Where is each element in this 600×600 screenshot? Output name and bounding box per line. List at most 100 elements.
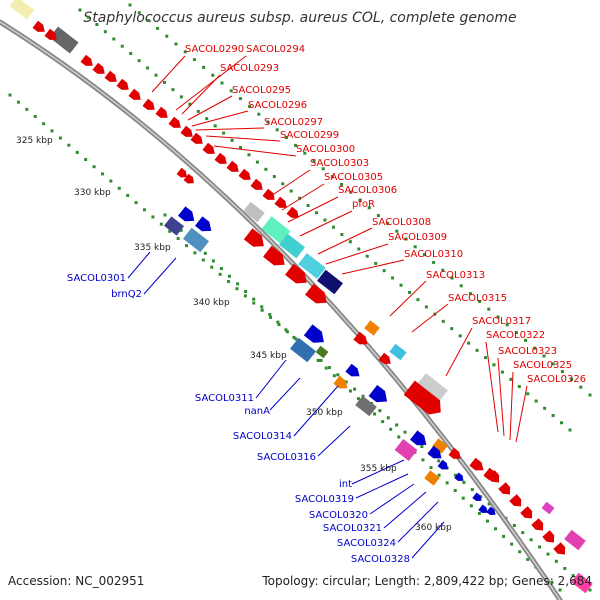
forward-gene-arrow bbox=[168, 116, 181, 128]
gc-dot bbox=[324, 366, 328, 370]
gc-dot bbox=[445, 481, 449, 485]
forward-gene-arrow-large bbox=[403, 380, 441, 415]
forward-label-leader bbox=[325, 243, 389, 265]
gc-dot bbox=[316, 358, 320, 362]
gene-box-grey-shape bbox=[49, 26, 79, 54]
forward-gene-arrow-shape bbox=[274, 196, 287, 208]
gc-dot bbox=[404, 237, 408, 241]
gc-dot bbox=[533, 346, 537, 350]
gc-dot bbox=[509, 377, 513, 381]
gene-box-teal bbox=[279, 233, 305, 259]
forward-label-leader bbox=[445, 327, 473, 377]
gc-dot bbox=[416, 298, 420, 302]
gene-box-pink-shape bbox=[571, 572, 593, 594]
forward-gene-arrow bbox=[448, 447, 461, 459]
gc-dot bbox=[257, 112, 261, 116]
gene-box-cyan bbox=[298, 253, 326, 279]
gc-dot bbox=[289, 189, 293, 193]
gc-dot bbox=[421, 458, 425, 462]
gc-dot bbox=[213, 124, 217, 128]
reverse-gene-arrow bbox=[486, 506, 496, 516]
reverse-gene-label: SACOL0316 bbox=[257, 452, 316, 463]
forward-gene-arrow bbox=[238, 168, 251, 180]
gc-dot bbox=[468, 292, 472, 296]
gc-dot bbox=[357, 247, 361, 251]
gc-dot bbox=[58, 136, 62, 140]
gc-dot bbox=[422, 253, 426, 257]
gc-dot bbox=[450, 276, 454, 280]
forward-gene-arrow-shape bbox=[286, 206, 299, 218]
reverse-gene-arrow-shape bbox=[195, 216, 212, 232]
forward-gene-arrow-shape bbox=[214, 152, 227, 164]
reverse-gene-arrow-shape bbox=[427, 445, 442, 459]
gc-dot bbox=[230, 138, 234, 142]
forward-gene-arrow-shape bbox=[378, 352, 391, 364]
gc-dot bbox=[292, 335, 296, 339]
gc-dot bbox=[321, 167, 325, 171]
gene-box-orange bbox=[424, 470, 440, 486]
gene-box-magenta bbox=[394, 438, 418, 462]
reverse-label-leader bbox=[383, 491, 427, 529]
gc-dot bbox=[78, 8, 82, 12]
forward-gene-arrow bbox=[104, 70, 117, 82]
gc-dot bbox=[475, 348, 479, 352]
gc-dot bbox=[210, 265, 214, 269]
reverse-gene-arrow bbox=[478, 504, 488, 514]
gc-dot bbox=[179, 228, 183, 232]
forward-gene-arrow bbox=[183, 173, 194, 184]
forward-label-leader bbox=[299, 210, 353, 237]
gc-dot bbox=[163, 213, 167, 217]
forward-gene-arrow-shape bbox=[32, 20, 45, 32]
gc-dot bbox=[389, 427, 393, 431]
gc-dot bbox=[42, 122, 46, 126]
forward-gene-label: SACOL0294 bbox=[246, 44, 305, 55]
gc-dot bbox=[25, 107, 29, 111]
gene-box-magenta bbox=[564, 529, 586, 551]
gc-dot bbox=[92, 165, 96, 169]
forward-gene-arrow-shape bbox=[168, 116, 181, 128]
gc-dot bbox=[391, 276, 395, 280]
gc-dot bbox=[526, 557, 530, 561]
gc-dot bbox=[500, 370, 504, 374]
reverse-gene-arrow bbox=[472, 492, 482, 502]
forward-gene-arrow-shape bbox=[285, 263, 307, 284]
reverse-label-leader bbox=[127, 251, 151, 279]
gc-dot bbox=[407, 290, 411, 294]
gc-dot bbox=[349, 190, 353, 194]
forward-gene-label: SACOL0306 bbox=[338, 185, 397, 196]
forward-gene-arrow-shape bbox=[80, 54, 93, 66]
forward-gene-arrow bbox=[509, 494, 522, 507]
gc-dot bbox=[330, 175, 334, 179]
gc-dot bbox=[542, 354, 546, 358]
ruler-label: 350 kbp bbox=[306, 408, 343, 418]
gc-dot bbox=[294, 337, 298, 341]
gc-dot bbox=[510, 542, 514, 546]
gc-dot bbox=[534, 399, 538, 403]
forward-label-leader bbox=[195, 127, 265, 131]
forward-gene-arrow bbox=[531, 518, 544, 531]
forward-label-leader bbox=[341, 259, 405, 275]
reverse-gene-arrow bbox=[345, 363, 360, 377]
gc-track-dots-far bbox=[128, 3, 592, 397]
forward-gene-arrow-shape bbox=[104, 70, 117, 82]
gc-dot bbox=[269, 315, 273, 319]
forward-gene-label: SACOL0303 bbox=[310, 158, 369, 169]
reverse-gene-label: SACOL0328 bbox=[351, 554, 410, 565]
gc-dot bbox=[252, 297, 256, 301]
gc-dot bbox=[306, 204, 310, 208]
forward-gene-arrow-shape bbox=[531, 518, 544, 531]
forward-gene-label: SACOL0310 bbox=[404, 249, 463, 260]
gc-dot bbox=[550, 580, 554, 584]
gc-dot bbox=[154, 73, 158, 77]
forward-gene-arrow bbox=[180, 125, 193, 137]
forward-gene-arrow-shape bbox=[353, 331, 368, 345]
gc-dot bbox=[494, 527, 498, 531]
forward-gene-label: SACOL0296 bbox=[248, 100, 307, 111]
forward-gene-arrow bbox=[250, 178, 263, 190]
forward-gene-label: SACOL0309 bbox=[388, 232, 447, 243]
gc-dot bbox=[117, 186, 121, 190]
reverse-gene-arrow-shape bbox=[178, 206, 195, 222]
forward-gene-label: SACOL0308 bbox=[372, 217, 431, 228]
